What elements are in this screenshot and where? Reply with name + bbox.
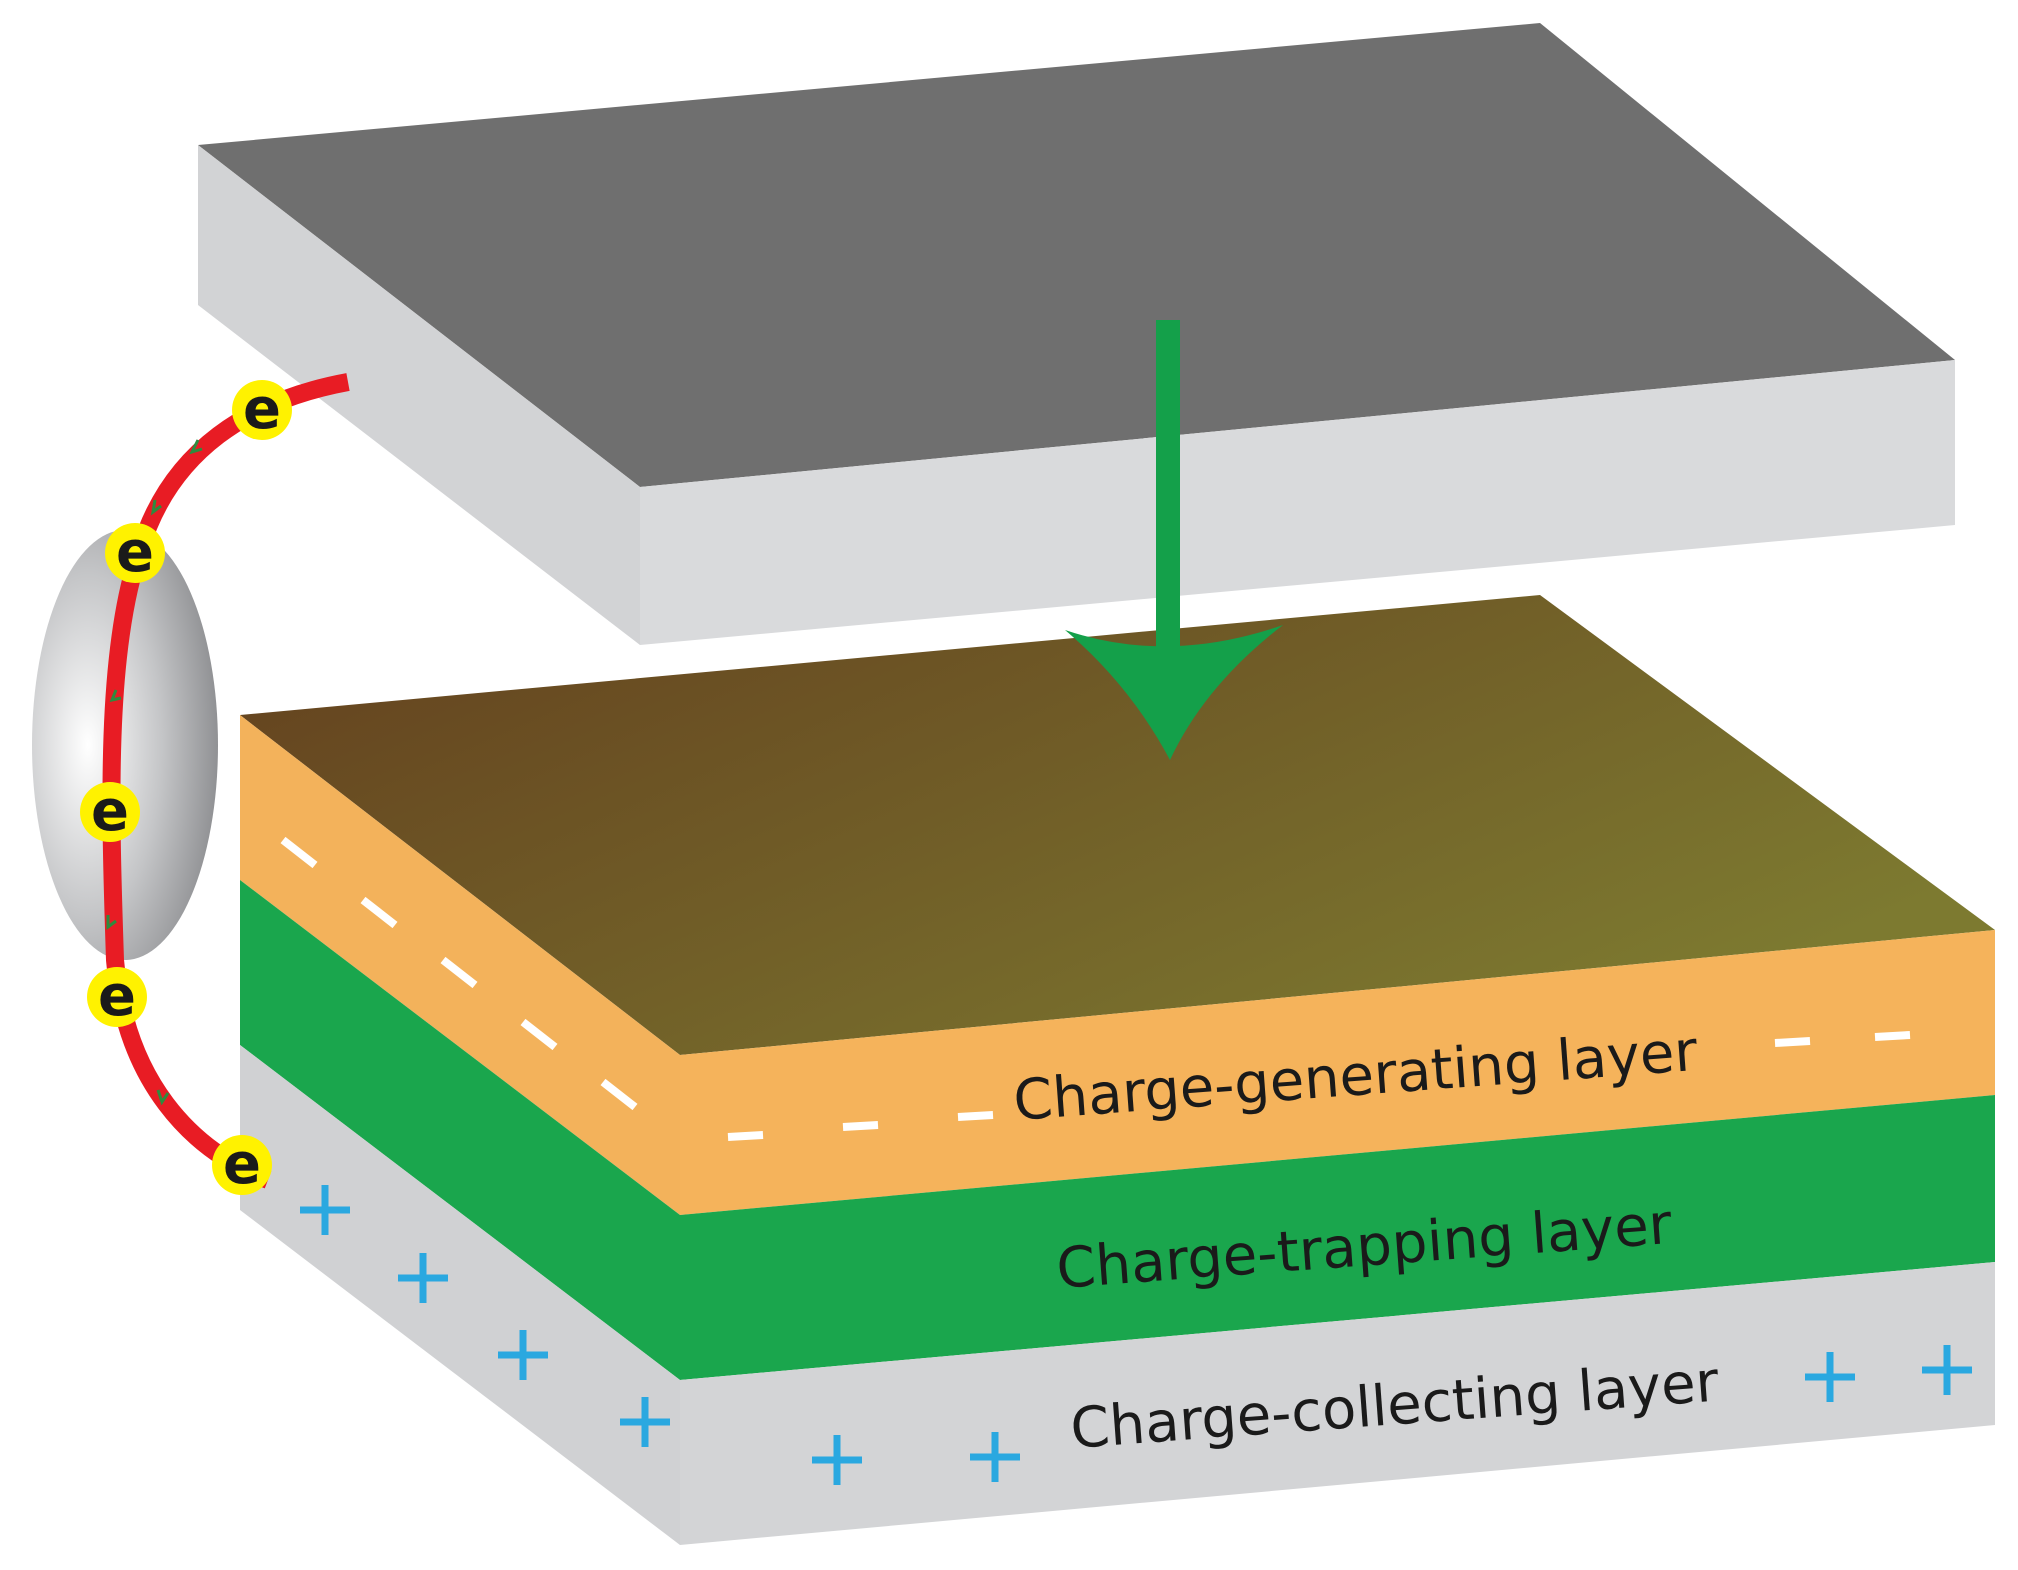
flow-arrow-icon	[189, 439, 203, 455]
negative-charges	[280, 836, 1911, 1141]
minus-mark	[842, 1121, 879, 1131]
flow-arrow-icon	[150, 499, 162, 516]
plus-mark	[812, 1435, 862, 1485]
electron-icon: e	[232, 377, 292, 442]
plus-mark	[620, 1397, 670, 1447]
plus-mark	[498, 1330, 548, 1380]
current-flow-arrows	[106, 439, 203, 1106]
load-element	[32, 530, 218, 960]
minus-mark	[520, 1018, 558, 1051]
collecting-layer-front-face	[680, 1262, 1995, 1545]
svg-text:e: e	[243, 377, 281, 442]
svg-text:e: e	[116, 520, 154, 585]
generating-layer-left-face	[240, 715, 680, 1215]
flow-arrow-icon	[106, 915, 117, 930]
flow-arrow-icon	[156, 1089, 170, 1106]
minus-mark	[727, 1131, 764, 1141]
trapping-layer-left-face	[240, 880, 680, 1380]
press-arrow-icon	[1065, 320, 1283, 760]
electron-icon: e	[87, 964, 147, 1029]
trapping-layer-front-face	[680, 1095, 1995, 1380]
minus-mark	[600, 1078, 638, 1111]
arrow-shaft	[1156, 320, 1180, 655]
collecting-layer-left-face	[240, 1045, 680, 1545]
minus-mark	[1874, 1031, 1911, 1041]
electron-icon: e	[105, 520, 165, 585]
layer-stack	[240, 595, 1995, 1545]
positive-charges	[300, 1185, 1972, 1485]
arrow-head	[1065, 625, 1283, 760]
plus-mark	[1805, 1352, 1855, 1402]
flow-arrow-icon	[109, 689, 122, 703]
minus-mark	[957, 1111, 994, 1121]
top-plate-front-face	[640, 360, 1955, 645]
plus-mark	[970, 1432, 1020, 1482]
plus-mark	[300, 1185, 350, 1235]
generating-layer-front-face	[680, 930, 1995, 1215]
top-electrode-plate	[198, 23, 1955, 645]
minus-mark	[440, 956, 478, 989]
top-plate-left-face	[198, 145, 640, 645]
stack-top-surface	[240, 595, 1995, 1055]
plus-mark	[1922, 1345, 1972, 1395]
svg-text:e: e	[91, 779, 129, 844]
minus-mark	[280, 836, 318, 869]
top-plate-top-face	[198, 23, 1955, 487]
electron-icon: e	[80, 779, 140, 844]
svg-text:e: e	[98, 964, 136, 1029]
minus-mark	[360, 896, 398, 929]
minus-mark	[1774, 1037, 1811, 1047]
electrons: e e e e e	[80, 377, 292, 1197]
plus-mark	[398, 1253, 448, 1303]
electron-icon: e	[212, 1132, 272, 1197]
svg-text:e: e	[223, 1132, 261, 1197]
